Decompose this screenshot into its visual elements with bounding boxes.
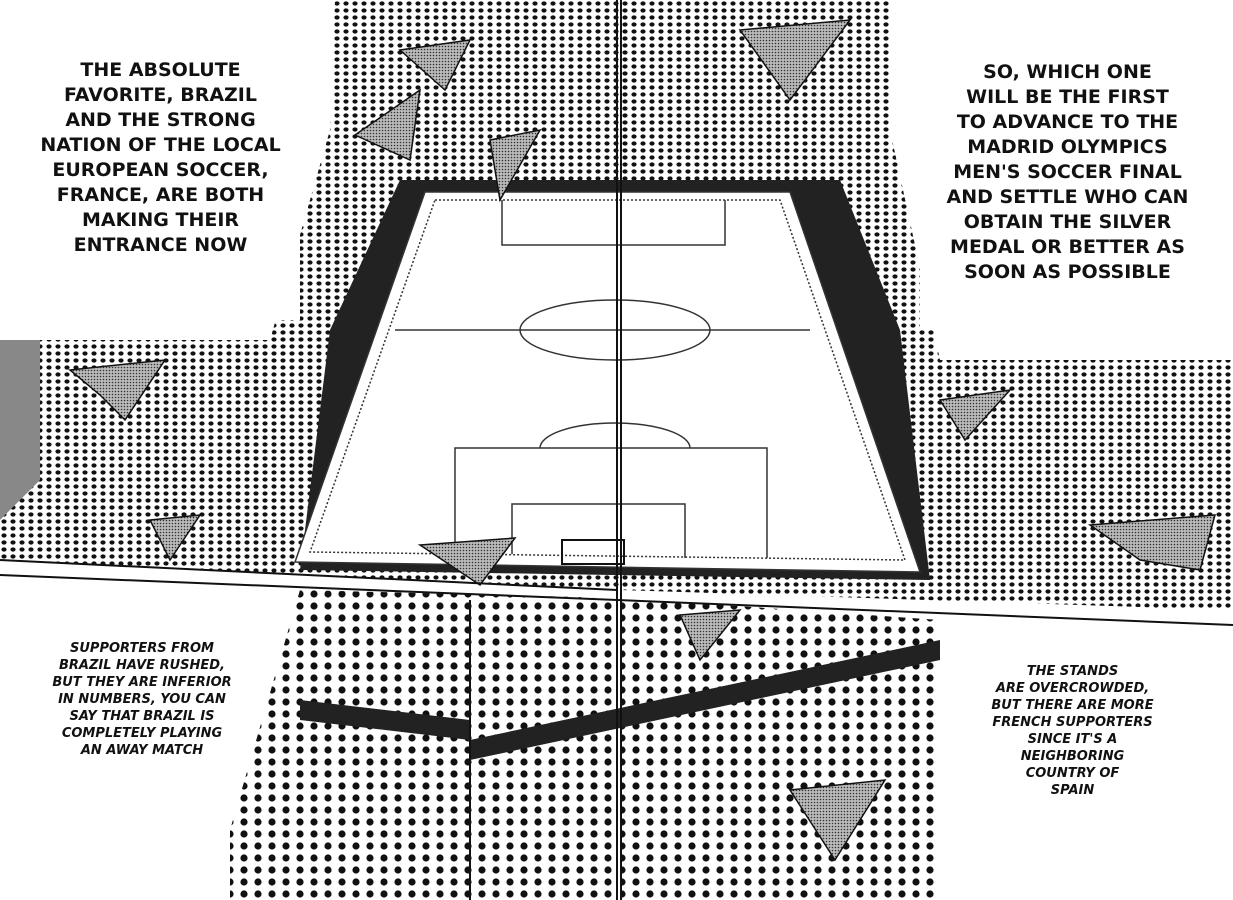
caption-top-left: THE ABSOLUTE FAVORITE, BRAZIL AND THE ST…	[40, 59, 281, 256]
stands-bottom	[230, 590, 940, 900]
caption-bottom-left: SUPPORTERS FROM BRAZIL HAVE RUSHED, BUT …	[52, 641, 232, 758]
caption-top-right: SO, WHICH ONE WILL BE THE FIRST TO ADVAN…	[946, 61, 1189, 283]
caption-bottom-right: THE STANDS ARE OVERCROWDED, BUT THERE AR…	[991, 664, 1154, 798]
banners	[68, 19, 1217, 862]
soccer-field	[293, 191, 922, 573]
